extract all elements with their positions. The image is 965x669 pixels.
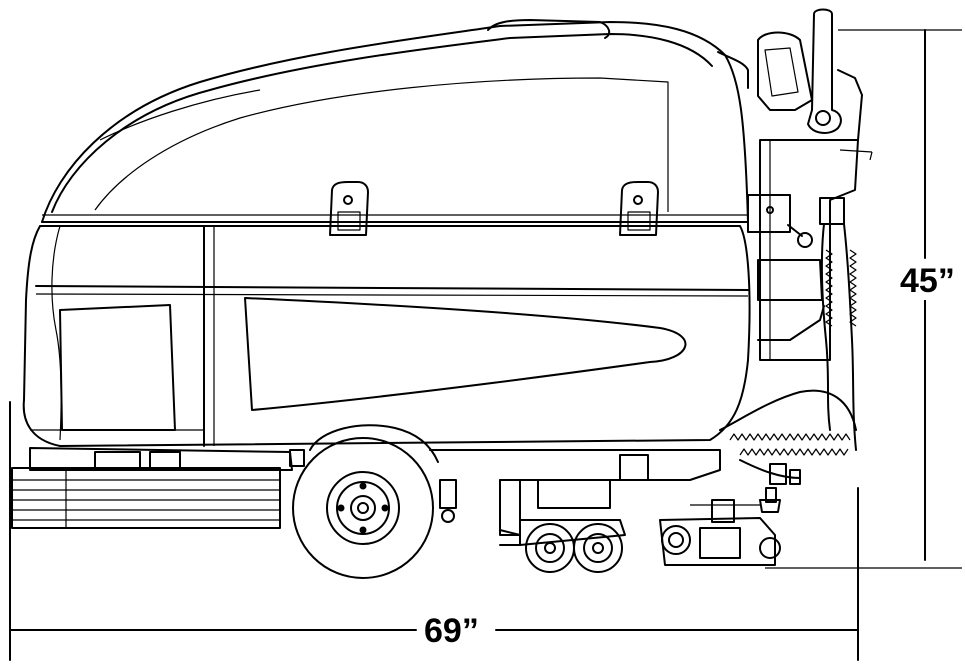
control-column (747, 139, 859, 361)
squeegee-assembly (659, 487, 781, 566)
length-dimension-lines (9, 401, 859, 661)
length-dimension-label: 69” (418, 614, 485, 648)
hood-latch-left (329, 181, 369, 236)
steering-handle (757, 8, 873, 161)
hood-shell (41, 19, 749, 223)
undercarriage-frame (429, 449, 721, 546)
solution-tank-body (22, 225, 751, 447)
hood-latch-right (619, 181, 659, 236)
drive-wheel (292, 424, 439, 579)
scrub-deck (11, 447, 305, 529)
caster-wheels (519, 519, 626, 573)
height-dimension-label: 45” (898, 262, 957, 300)
height-dimension-lines (765, 29, 962, 569)
recovery-hoses (719, 197, 857, 485)
